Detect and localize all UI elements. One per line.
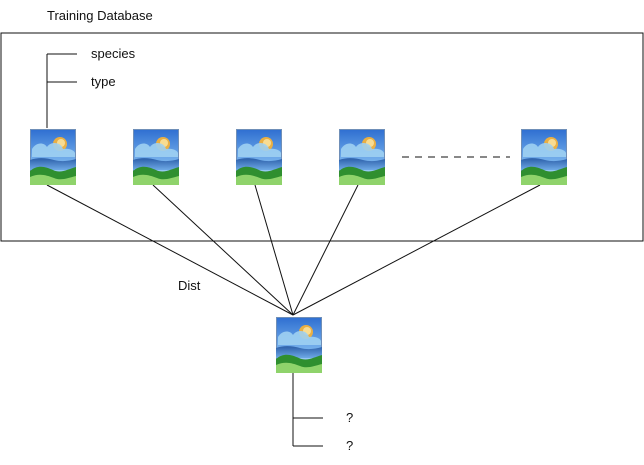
attribute-species-label: species bbox=[91, 46, 136, 61]
training-image-3 bbox=[236, 129, 282, 185]
distance-line-4 bbox=[292, 184, 359, 316]
query-attribute-bracket bbox=[292, 373, 323, 447]
training-database-box bbox=[0, 32, 644, 242]
training-image-5 bbox=[521, 129, 567, 185]
training-image-2 bbox=[133, 129, 179, 185]
training-image-4 bbox=[339, 129, 385, 185]
query-attribute-1-label: ? bbox=[346, 410, 353, 425]
training-database-title: Training Database bbox=[47, 8, 153, 23]
distance-lines bbox=[46, 184, 541, 316]
training-image-1 bbox=[30, 129, 76, 185]
attribute-type-label: type bbox=[91, 74, 116, 89]
distance-line-1 bbox=[46, 184, 294, 316]
distance-line-5 bbox=[292, 184, 541, 316]
query-image bbox=[276, 317, 322, 373]
query-attribute-2-label: ? bbox=[346, 438, 353, 453]
attribute-bracket bbox=[46, 53, 77, 128]
distance-line-2 bbox=[152, 184, 294, 316]
distance-line-3 bbox=[254, 184, 294, 316]
distance-label: Dist bbox=[178, 278, 201, 293]
